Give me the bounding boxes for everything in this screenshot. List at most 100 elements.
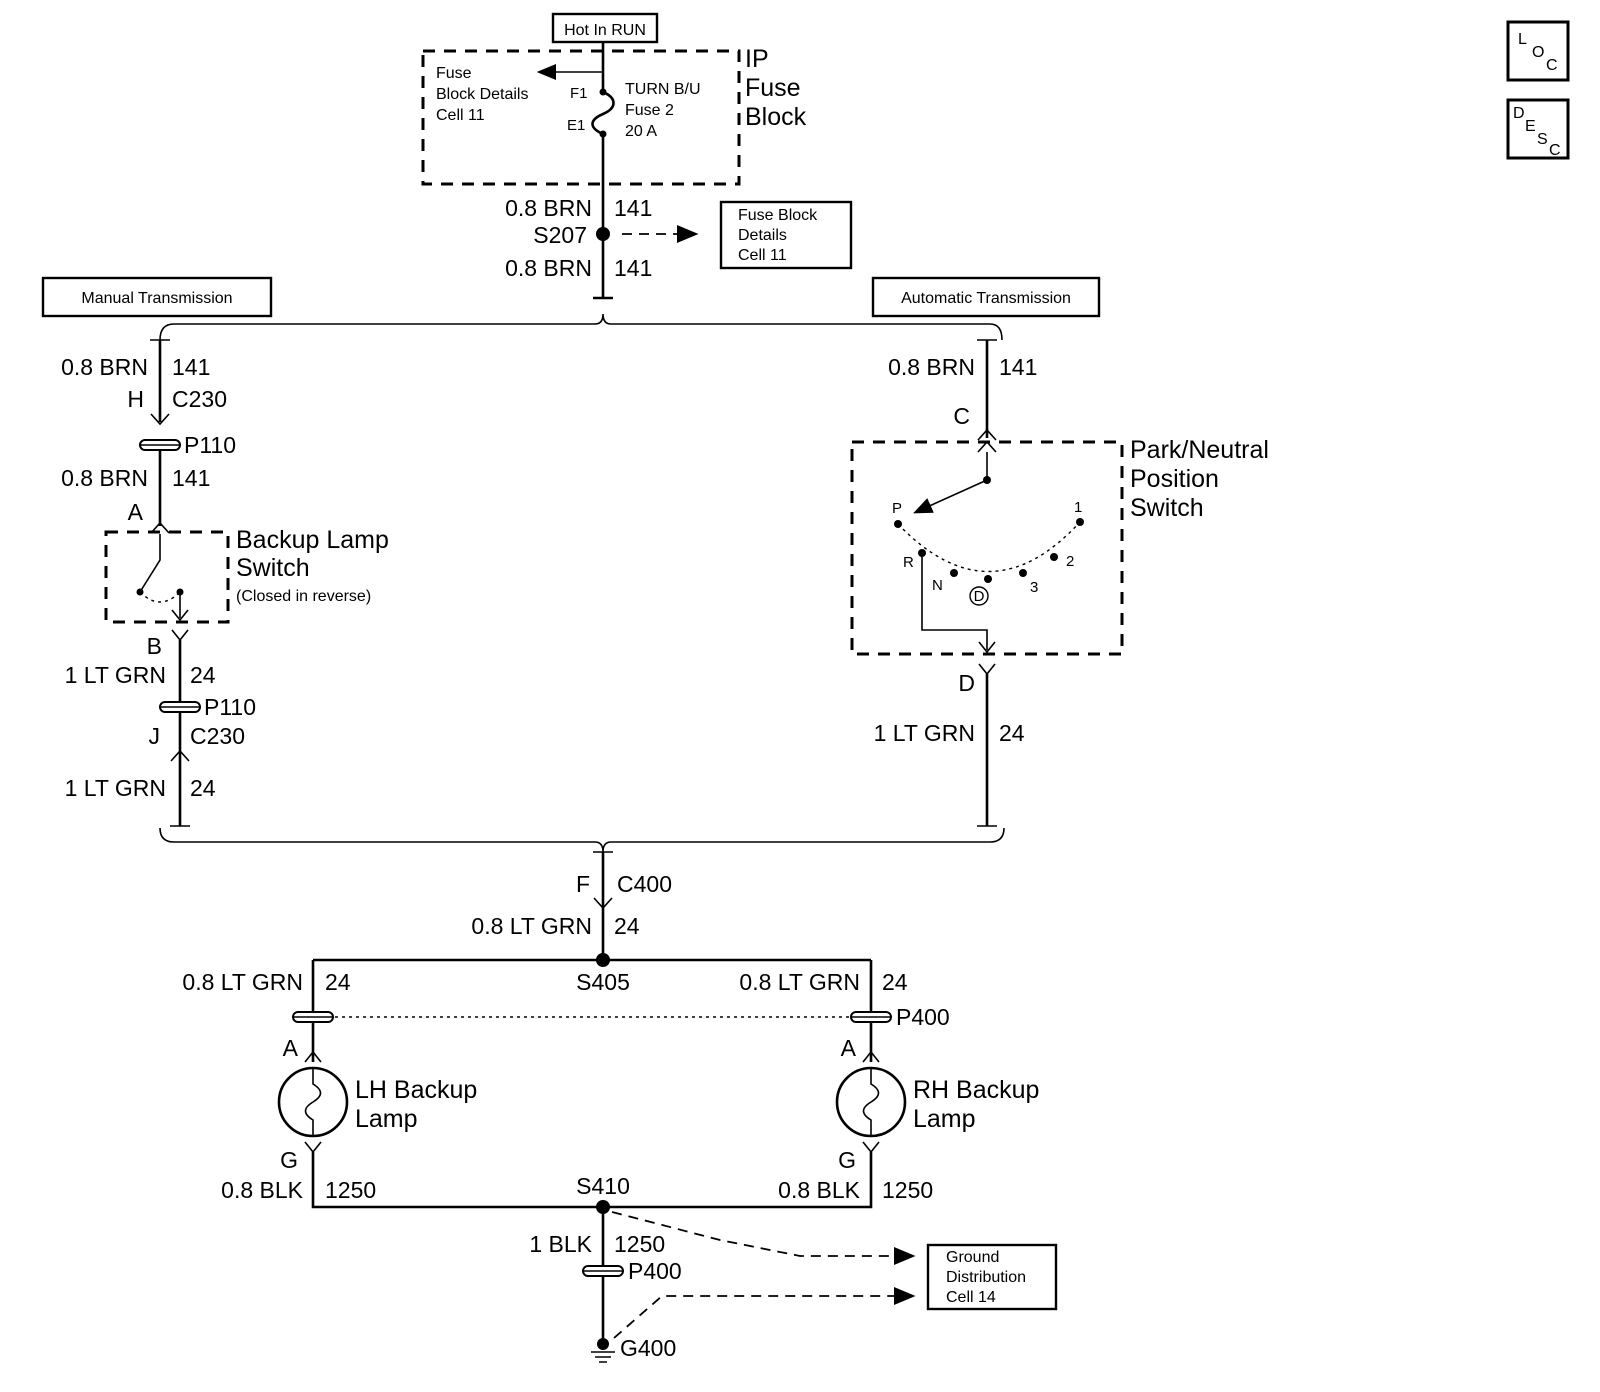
svg-text:Lamp: Lamp [913,1105,976,1133]
connector-c230-j: J C230 [149,723,245,762]
svg-text:O: O [1532,44,1544,61]
loc-icon[interactable]: L O C [1506,20,1570,82]
wire-141-automatic: 0.8 BRN 141 C [888,354,1037,429]
svg-text:L: L [1518,31,1527,48]
svg-text:0.8 BRN: 0.8 BRN [61,465,148,491]
svg-text:D: D [958,670,975,696]
svg-text:1250: 1250 [882,1177,933,1203]
svg-text:G: G [838,1147,856,1173]
lh-pin-g: G [280,1141,322,1173]
svg-text:Cell 11: Cell 11 [436,107,485,124]
pin-b: B [147,629,189,659]
connector-p110-a: P110 [139,432,236,458]
svg-text:F: F [576,871,590,897]
svg-text:0.8 BRN: 0.8 BRN [505,195,592,221]
svg-text:Hot In RUN: Hot In RUN [564,22,646,39]
svg-text:C: C [953,403,970,429]
svg-text:S410: S410 [576,1173,630,1199]
svg-text:P400: P400 [628,1258,682,1284]
svg-text:Fuse Block: Fuse Block [738,207,818,224]
svg-text:24: 24 [325,969,351,995]
svg-text:24: 24 [882,969,908,995]
svg-text:H: H [127,386,144,412]
lh-pin-a: A [283,1035,322,1063]
desc-icon[interactable]: D E S C [1506,98,1570,160]
svg-text:E1: E1 [567,117,585,134]
wire-141-manual-1: 0.8 BRN 141 [61,354,210,380]
svg-text:0.8 BLK: 0.8 BLK [778,1177,860,1203]
svg-text:C: C [1546,57,1558,74]
wire-24-manual-1: 1 LT GRN 24 [65,662,216,688]
wire-1250-ground: 1 BLK 1250 [529,1231,665,1257]
svg-text:LH Backup: LH Backup [355,1076,477,1104]
svg-text:Block: Block [745,103,807,131]
svg-text:Details: Details [738,227,787,244]
svg-text:F1: F1 [570,85,588,102]
svg-text:0.8 LT GRN: 0.8 LT GRN [471,913,592,939]
svg-text:Fuse 2: Fuse 2 [625,102,674,119]
svg-text:0.8 LT GRN: 0.8 LT GRN [739,969,860,995]
backup-lamp-switch: Backup Lamp Switch (Closed in reverse) [104,526,389,624]
svg-text:Switch: Switch [236,554,310,582]
ip-fuse-block: Fuse Block Details Cell 11 F1 E1 TURN B/… [421,45,807,186]
svg-text:D: D [1513,105,1525,122]
svg-text:P110: P110 [184,432,236,458]
pin-d: D [958,663,996,696]
svg-text:IP: IP [745,45,769,73]
svg-text:S405: S405 [576,969,630,995]
svg-text:S207: S207 [533,222,587,248]
svg-text:Position: Position [1130,465,1219,493]
svg-text:C230: C230 [190,723,245,749]
svg-text:C230: C230 [172,386,227,412]
svg-text:S: S [1537,131,1548,148]
svg-text:1 LT GRN: 1 LT GRN [65,662,166,688]
svg-text:Park/Neutral: Park/Neutral [1130,436,1269,464]
park-neutral-position-switch: P R N D 3 2 1 Park/Neutral Position Swit… [850,436,1269,656]
wire-1250-rh: 0.8 BLK 1250 [778,1177,933,1203]
svg-text:P: P [892,500,902,517]
svg-text:B: B [147,633,162,659]
svg-text:20 A: 20 A [625,123,657,140]
svg-text:24: 24 [190,775,216,801]
wire-24-rh: 0.8 LT GRN 24 [739,969,907,995]
svg-text:24: 24 [190,662,216,688]
svg-text:1 LT GRN: 1 LT GRN [65,775,166,801]
svg-text:Lamp: Lamp [355,1105,418,1133]
svg-text:141: 141 [999,354,1037,380]
svg-text:(Closed in reverse): (Closed in reverse) [236,588,371,605]
wire-24-bottom: 0.8 LT GRN 24 [471,913,639,939]
connector-p400-ground: P400 [582,1258,682,1284]
wire-24-manual-2: 1 LT GRN 24 [65,775,216,801]
svg-text:0.8 LT GRN: 0.8 LT GRN [182,969,303,995]
svg-text:A: A [283,1035,299,1061]
svg-text:RH Backup: RH Backup [913,1076,1039,1104]
svg-text:Block Details: Block Details [436,86,528,103]
svg-text:Switch: Switch [1130,494,1204,522]
rh-pin-a: A [841,1035,880,1063]
svg-text:0.8 BLK: 0.8 BLK [221,1177,303,1203]
svg-text:R: R [903,554,914,571]
svg-text:141: 141 [172,465,210,491]
svg-text:24: 24 [999,720,1025,746]
svg-text:0.8 BRN: 0.8 BRN [505,255,592,281]
svg-text:TURN B/U: TURN B/U [625,81,701,98]
svg-text:G400: G400 [620,1335,676,1361]
wire-141-top: 0.8 BRN 141 [505,195,652,221]
svg-text:141: 141 [172,354,210,380]
svg-text:E: E [1525,118,1536,135]
svg-text:P400: P400 [896,1004,950,1030]
svg-text:2: 2 [1066,553,1074,570]
svg-text:Cell 11: Cell 11 [738,247,787,264]
svg-text:G: G [280,1147,298,1173]
fuse-block-details-ref: Fuse Block Details Cell 11 [719,200,853,270]
svg-text:1 BLK: 1 BLK [529,1231,592,1257]
svg-text:Distribution: Distribution [946,1269,1026,1286]
svg-text:P110: P110 [204,694,256,720]
svg-text:Automatic Transmission: Automatic Transmission [901,290,1071,307]
svg-text:1: 1 [1074,499,1082,516]
svg-text:Fuse: Fuse [436,65,472,82]
wire-24-lh: 0.8 LT GRN 24 [182,969,350,995]
svg-text:A: A [128,499,144,525]
automatic-transmission-label: Automatic Transmission [871,276,1101,318]
